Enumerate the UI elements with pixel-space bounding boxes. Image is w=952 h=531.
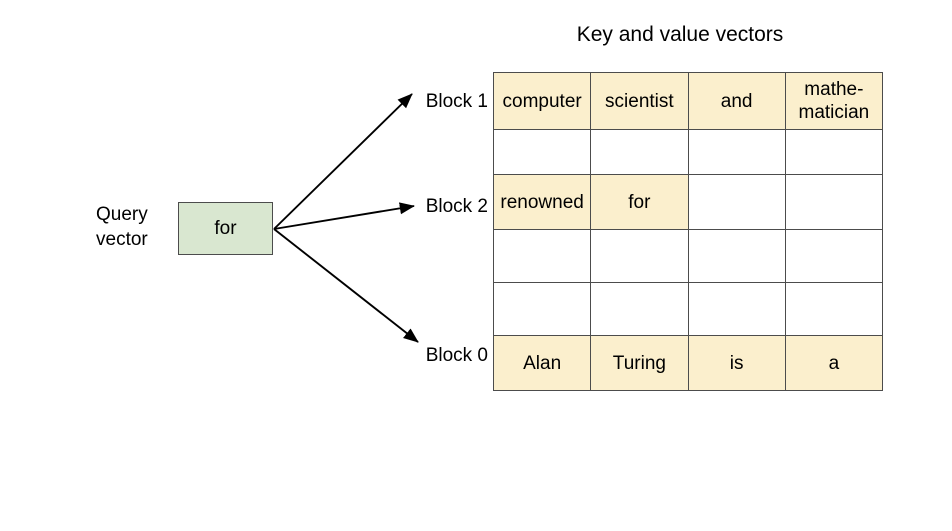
block-label-1: Block 1 — [425, 91, 488, 112]
table-cell-line: matician — [798, 102, 870, 123]
table-cell[interactable] — [590, 282, 689, 336]
table-cell[interactable] — [492, 229, 592, 283]
table-cell[interactable]: for — [590, 174, 689, 230]
query-vector-label-line2: vector — [96, 229, 148, 250]
table-cell[interactable]: Alan — [492, 335, 592, 391]
query-vector-box[interactable]: for — [178, 202, 273, 255]
table-row — [492, 282, 884, 336]
table-cell[interactable] — [784, 282, 884, 336]
block-label-0: Block 0 — [425, 345, 488, 366]
table-cell[interactable] — [590, 129, 689, 175]
table-row — [492, 229, 884, 283]
block-label-2: Block 2 — [425, 196, 488, 217]
arrow-to-block-0-icon — [273, 228, 419, 343]
table-cell[interactable] — [687, 282, 786, 336]
arrow-to-block-1-icon — [273, 93, 413, 230]
table-cell[interactable]: mathe-matician — [784, 72, 884, 130]
table-cell[interactable]: renowned — [492, 174, 592, 230]
table-cell[interactable] — [784, 174, 884, 230]
table-cell[interactable]: scientist — [590, 72, 689, 130]
table-cell[interactable]: and — [687, 72, 786, 130]
table-cell[interactable]: Turing — [590, 335, 689, 391]
table-cell[interactable]: a — [784, 335, 884, 391]
table-cell[interactable] — [784, 229, 884, 283]
table-cell[interactable]: computer — [492, 72, 592, 130]
table-cell[interactable] — [492, 129, 592, 175]
table-cell[interactable] — [590, 229, 689, 283]
query-vector-label: Query vector — [96, 202, 172, 252]
table-cell[interactable] — [687, 174, 786, 230]
table-row — [492, 129, 884, 175]
table-cell[interactable] — [687, 129, 786, 175]
table-cell-line: mathe- — [804, 79, 864, 100]
arrow-to-block-2-icon — [273, 202, 415, 230]
table-cell[interactable] — [687, 229, 786, 283]
page-title: Key and value vectors — [576, 23, 784, 46]
query-vector-label-line1: Query — [96, 204, 148, 225]
table-cell[interactable] — [492, 282, 592, 336]
table-cell[interactable] — [784, 129, 884, 175]
query-vector-token: for — [214, 217, 237, 239]
table-cell[interactable]: is — [687, 335, 786, 391]
